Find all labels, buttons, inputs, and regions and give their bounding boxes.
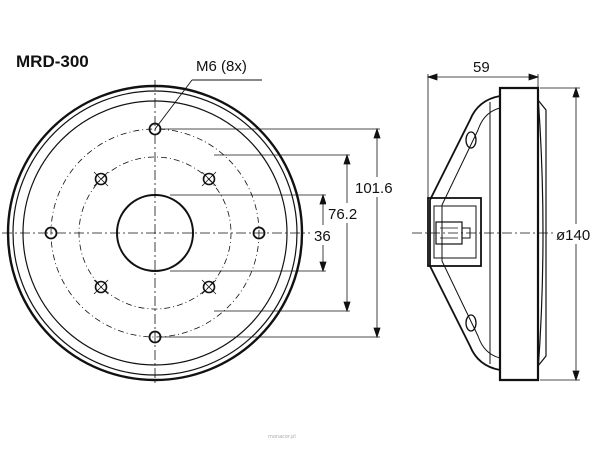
front-view xyxy=(2,79,381,386)
bolt-hole-right xyxy=(252,226,266,240)
threaded-hole-bottom-right xyxy=(202,280,216,294)
dimension-101-6 xyxy=(160,127,381,339)
dimension-76-2 xyxy=(214,153,351,313)
dimension-label-36: 36 xyxy=(314,228,331,245)
dimension-label-101-6: 101.6 xyxy=(355,180,393,197)
housing-bolt-top xyxy=(465,131,477,149)
watermark: monacor.pl xyxy=(268,434,296,440)
bolt-callout-leader xyxy=(154,79,193,130)
rear-housing xyxy=(429,95,501,371)
dimension-36 xyxy=(170,193,327,273)
bolt-hole-left xyxy=(44,226,58,240)
terminal-block xyxy=(427,197,482,267)
front-plate-bevel xyxy=(537,99,547,367)
side-view xyxy=(412,73,580,382)
threaded-hole-bottom-left xyxy=(94,280,108,294)
bolt-holes-plain xyxy=(44,122,266,344)
bolt-holes-threaded xyxy=(93,171,217,295)
front-plate xyxy=(498,86,540,382)
housing-bolt-bottom xyxy=(465,314,477,332)
dimension-label-59: 59 xyxy=(473,59,490,76)
dimension-59 xyxy=(426,73,540,200)
dimension-label-76-2: 76.2 xyxy=(328,206,357,223)
threaded-hole-top-right xyxy=(202,172,216,186)
dimension-label-diameter: ø140 xyxy=(556,227,590,244)
bolt-callout-label: M6 (8x) xyxy=(196,58,247,75)
model-title: MRD-300 xyxy=(16,52,89,71)
threaded-hole-top-left xyxy=(94,172,108,186)
